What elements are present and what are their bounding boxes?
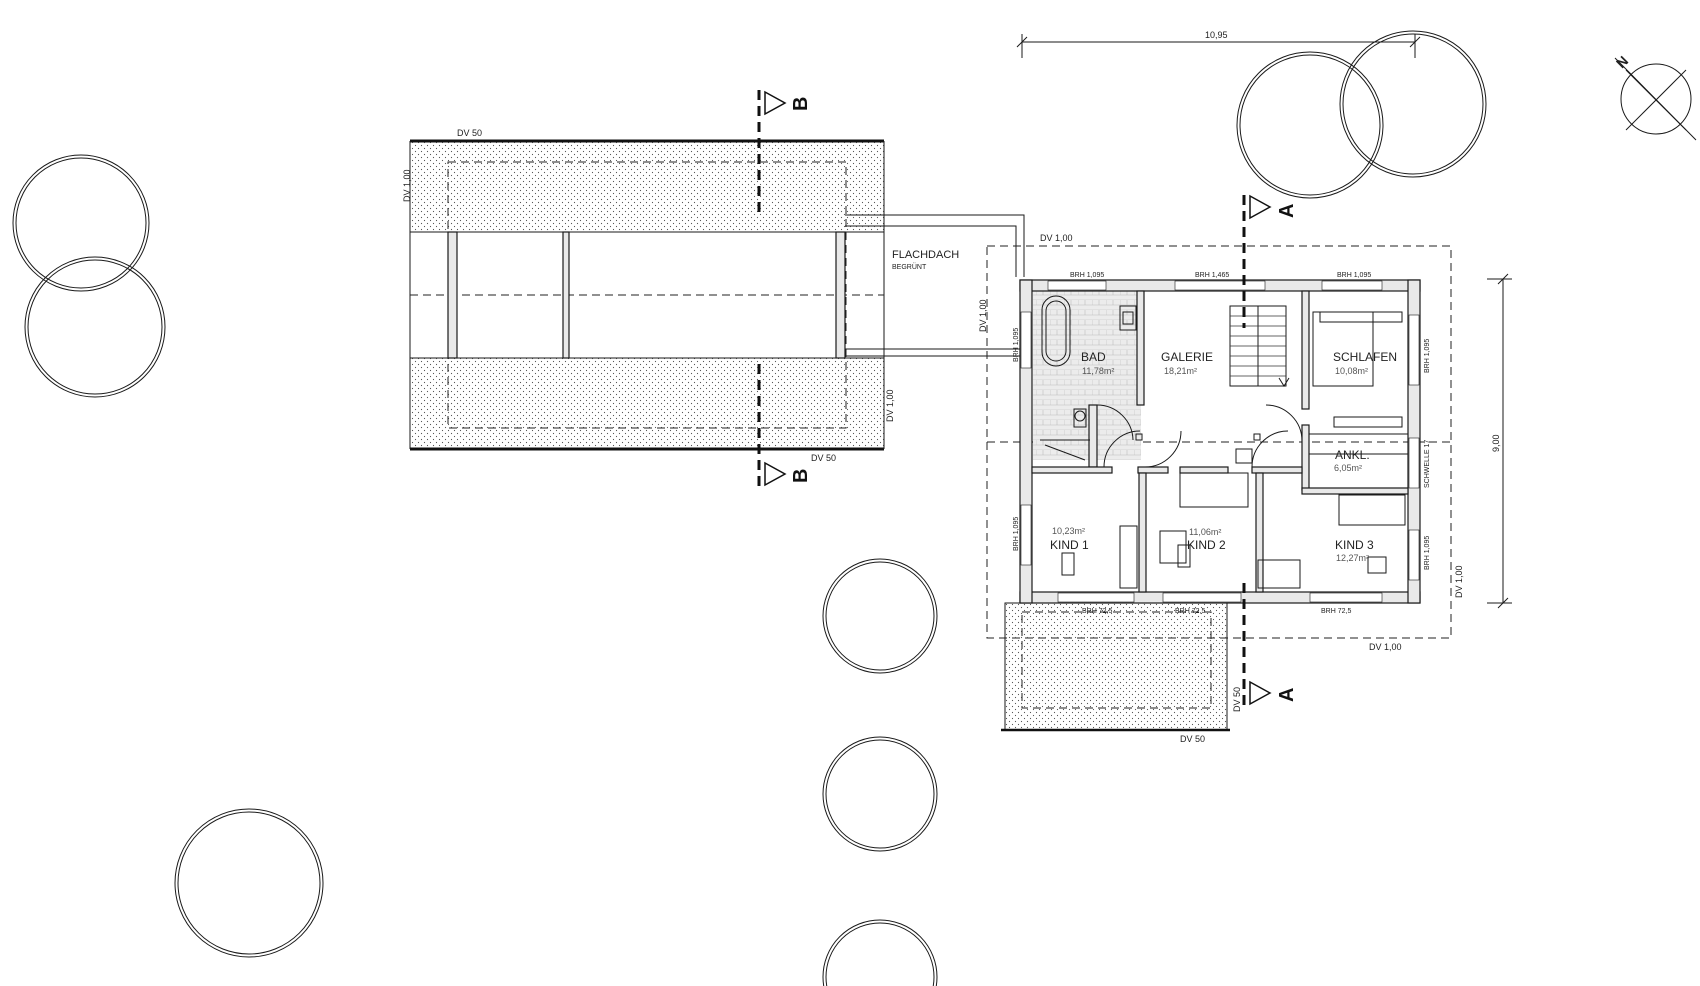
dimension-width: 10,95 (1016, 30, 1421, 58)
dv-label: DV 1,00 (885, 389, 895, 422)
room-name: KIND 3 (1335, 538, 1374, 552)
tree-symbol (822, 919, 938, 986)
room-name: KIND 1 (1050, 538, 1089, 552)
brh-label: BRH 72,5 (1321, 608, 1351, 615)
brh-label: BRH 1,095 (1424, 339, 1431, 373)
room-area: 12,27m² (1336, 553, 1369, 563)
brh-label: BRH 1,095 (1424, 536, 1431, 570)
schwelle-label: SCHWELLE 17 (1424, 440, 1431, 488)
room-area: 6,05m² (1334, 463, 1362, 473)
dv-label: DV 50 (457, 128, 482, 138)
north-label: N (1613, 53, 1631, 71)
dv-label: DV 1,00 (1454, 565, 1464, 598)
dv-label: DV 1,00 (978, 299, 988, 332)
garage-roof: DV 50 DV 50 DV 1,00 DV 1,00 (402, 128, 895, 463)
dv-label: DV 1,00 (1040, 233, 1073, 243)
trees (12, 30, 1487, 986)
brh-label: BRH 1,095 (1013, 328, 1020, 362)
tree-symbol (822, 736, 938, 852)
room-area: 11,78m² (1082, 366, 1114, 376)
house-plan: DV 1,00 DV 1,00 DV 1,00 DV 1,00 DV 50 DV… (978, 233, 1464, 744)
north-arrow-icon: N (1613, 53, 1697, 141)
tree-symbol (24, 256, 166, 398)
section-line-b: B B (757, 90, 812, 487)
room-name: KIND 2 (1187, 538, 1226, 552)
tree-symbol (1236, 51, 1384, 199)
dv-label: DV 1,00 (1369, 642, 1402, 652)
flat-roof-subtitle: BEGRÜNT (892, 263, 927, 271)
staircase (1229, 305, 1290, 387)
section-a-marker: A (1276, 688, 1298, 702)
brh-label: BRH 1,095 (1070, 272, 1104, 279)
dv-label: DV 50 (1232, 687, 1242, 712)
room-area: 10,08m² (1335, 366, 1368, 376)
tree-symbol (174, 808, 324, 958)
room-name: ANKL. (1335, 448, 1370, 462)
section-line-a: A A (1242, 194, 1298, 710)
room-area: 11,06m² (1189, 527, 1221, 537)
flat-roof-title: FLACHDACH (892, 249, 959, 261)
tree-symbol (1339, 30, 1487, 178)
dv-label: DV 50 (1180, 734, 1205, 744)
dimension-depth: 9,00 (1487, 273, 1512, 609)
room-name: GALERIE (1161, 350, 1213, 364)
tree-symbol (822, 558, 938, 674)
brh-label: BRH 1,465 (1195, 272, 1229, 279)
section-b-marker: B (790, 469, 812, 483)
brh-label: BRH 1,095 (1013, 517, 1020, 551)
room-name: BAD (1081, 350, 1106, 364)
width-dimension-label: 10,95 (1205, 30, 1228, 40)
dv-label: DV 1,00 (402, 169, 412, 202)
dv-label: DV 50 (811, 453, 836, 463)
connector-lines: FLACHDACH BEGRÜNT (845, 214, 1025, 357)
room-area: 18,21m² (1164, 366, 1197, 376)
room-area: 10,23m² (1052, 526, 1085, 536)
depth-dimension-label: 9,00 (1491, 434, 1501, 452)
section-b-marker: B (790, 97, 812, 111)
tree-symbol (12, 154, 150, 292)
brh-label: BRH 1,095 (1337, 272, 1371, 279)
brh-label: BRH 72,5 (1082, 608, 1112, 615)
brh-label: BRH 72,5 (1175, 608, 1205, 615)
section-a-marker: A (1276, 204, 1298, 218)
room-name: SCHLAFEN (1333, 350, 1397, 364)
